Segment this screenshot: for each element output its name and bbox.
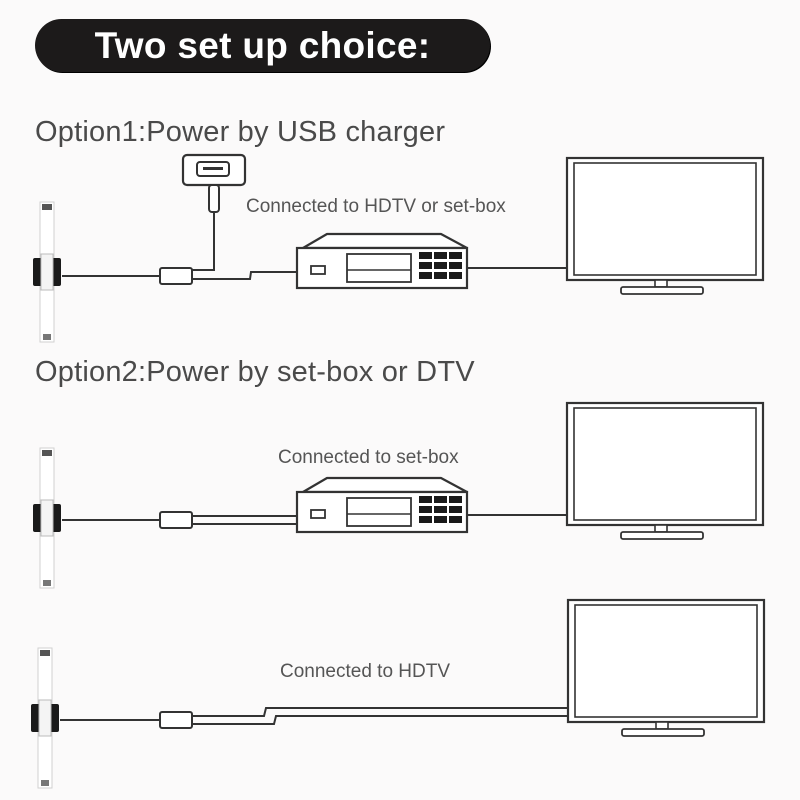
power-injector-icon — [159, 267, 193, 285]
page-title: Two set up choice: — [94, 24, 431, 66]
option1-title: Option1:Power by USB charger — [35, 116, 446, 148]
option2a-connection-label: Connected to set-box — [278, 447, 459, 468]
tv-icon — [565, 401, 765, 541]
set-top-box-icon — [295, 232, 469, 290]
antenna-icon — [30, 647, 60, 789]
option1-diagram — [32, 153, 765, 343]
antenna-icon — [32, 447, 62, 589]
antenna-icon — [32, 201, 62, 343]
tv-icon — [566, 598, 766, 738]
title-banner: Two set up choice: — [35, 19, 490, 72]
option2a-diagram — [32, 401, 765, 589]
option1-connection-label: Connected to HDTV or set-box — [246, 196, 506, 217]
option2b-connection-label: Connected to HDTV — [280, 661, 451, 682]
option2b-diagram — [30, 598, 766, 789]
usb-charger-icon — [181, 153, 247, 271]
power-injector-icon — [159, 711, 193, 729]
option2-title: Option2:Power by set-box or DTV — [35, 356, 475, 388]
set-top-box-icon — [295, 476, 469, 534]
power-injector-icon — [159, 511, 193, 529]
tv-icon — [565, 156, 765, 296]
